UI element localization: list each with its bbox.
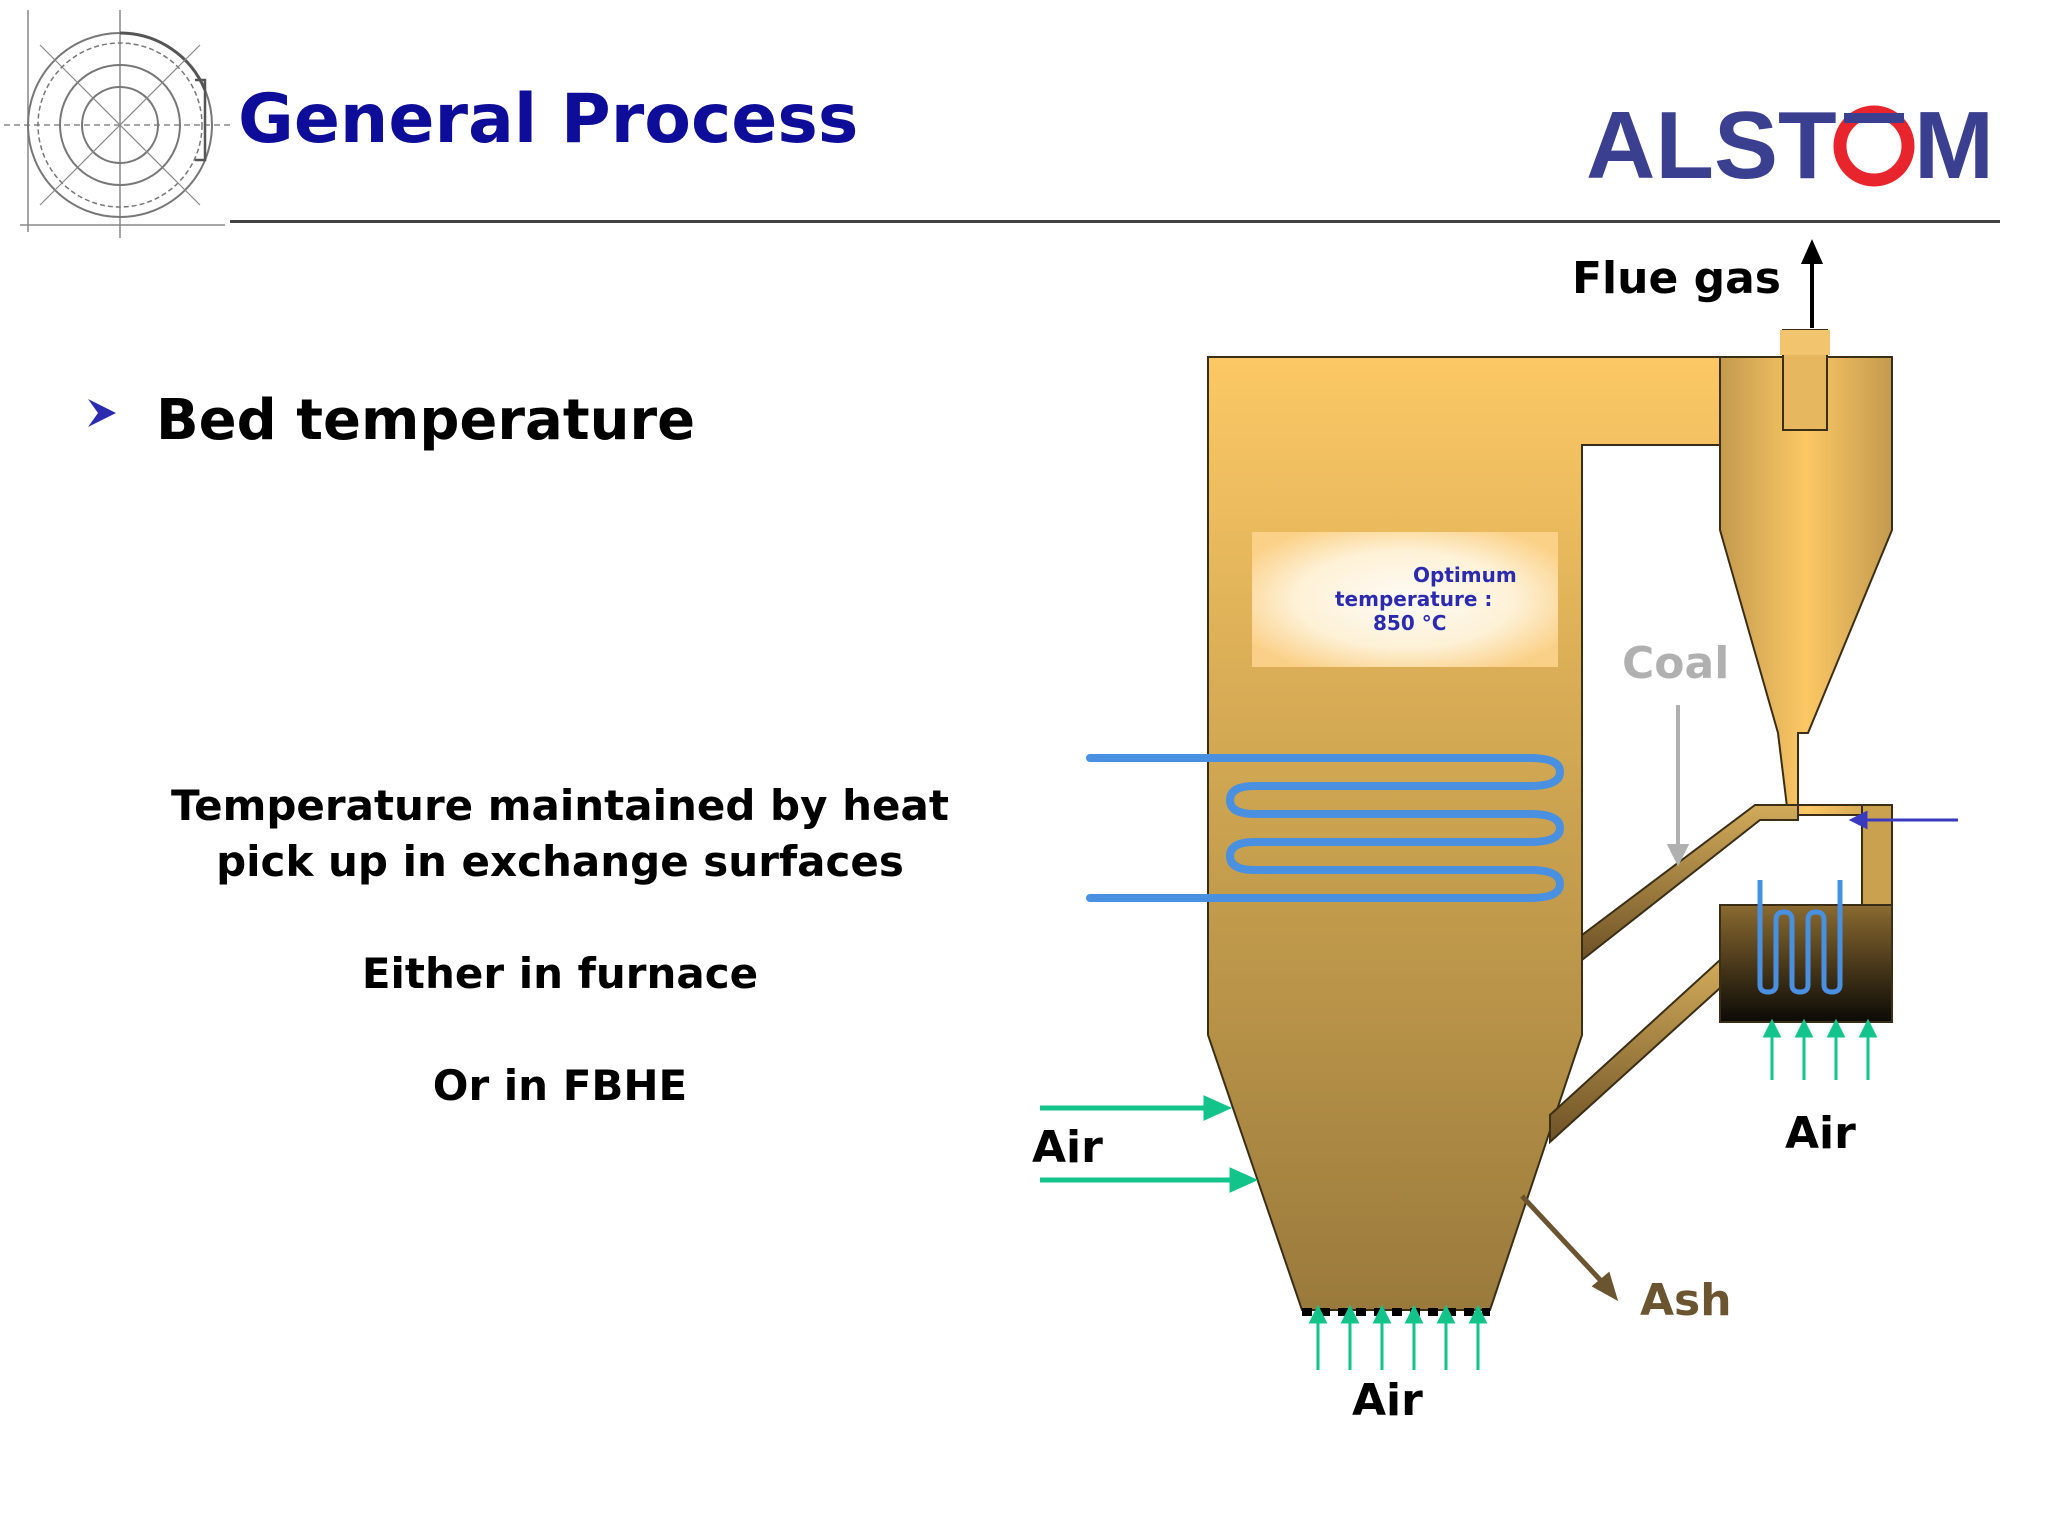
body-line-4: Or in FBHE <box>432 1061 688 1110</box>
furnace-heat-exchanger <box>1086 754 1565 902</box>
slide-title: General Process <box>238 80 859 159</box>
header-divider <box>230 220 2000 223</box>
cyclone <box>1719 356 1893 816</box>
brand-logo-text-left: ALST <box>1586 92 1837 198</box>
air-right-label: Air <box>1785 1108 1856 1159</box>
body-line-2: pick up in exchange surfaces <box>216 837 904 886</box>
alstom-logo: ALST M <box>1586 92 1994 198</box>
flue-gas-arrow <box>1800 239 1824 328</box>
bottom-air-arrows <box>1308 1304 1488 1370</box>
coal-arrow <box>1666 705 1690 867</box>
flue-gas-label: Flue gas <box>1572 253 1781 304</box>
body-text: Temperature maintained by heat pick up i… <box>110 778 1010 1114</box>
body-line-1: Temperature maintained by heat <box>171 781 949 830</box>
ash-arrow <box>1520 1194 1619 1302</box>
optimum-line-3: 850 °C <box>1373 611 1446 635</box>
optimum-line-2: temperature : <box>1335 587 1492 611</box>
secondary-air-arrows <box>1040 1095 1259 1193</box>
furnace-body <box>1207 356 1766 1311</box>
fbhe-air-arrows <box>1762 1018 1878 1080</box>
loop-seal-pipe <box>1581 804 1799 963</box>
air-bottom-label: Air <box>1352 1375 1423 1426</box>
ash-label: Ash <box>1640 1275 1732 1326</box>
svg-text:M: M <box>1914 92 1994 198</box>
bullet-arrow-icon <box>88 399 116 427</box>
air-left-label: Air <box>1032 1122 1103 1173</box>
loop-seal-inlet-arrow <box>1848 810 1958 830</box>
optimum-temp-zone <box>1252 532 1558 667</box>
optimum-line-1: Optimum <box>1413 563 1517 587</box>
fbhe-coil <box>1757 880 1843 995</box>
bullet-text: Bed temperature <box>156 388 696 453</box>
coal-label: Coal <box>1622 638 1729 689</box>
brand-logo-o <box>1833 105 1915 187</box>
corner-logo-drawing <box>4 10 232 238</box>
body-line-3: Either in furnace <box>361 949 759 998</box>
